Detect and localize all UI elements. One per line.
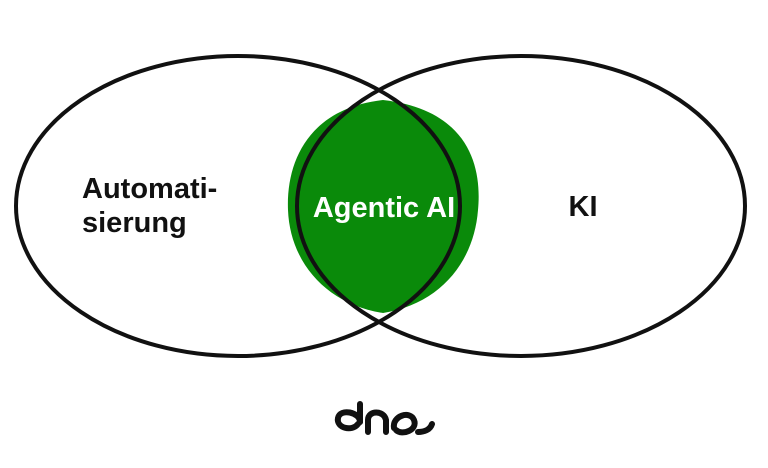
intersection-label: Agentic AI <box>313 192 455 224</box>
left-set-label-line-1: Automati- <box>82 173 217 205</box>
right-set-label: KI <box>569 191 598 223</box>
right-set-circle <box>295 54 747 358</box>
dno-logo-icon <box>334 401 435 436</box>
left-set-label: Automati- sierung <box>82 173 225 239</box>
left-set-label-line-2: sierung <box>82 207 187 239</box>
left-set-circle <box>14 54 462 358</box>
intersection-area <box>287 100 479 313</box>
